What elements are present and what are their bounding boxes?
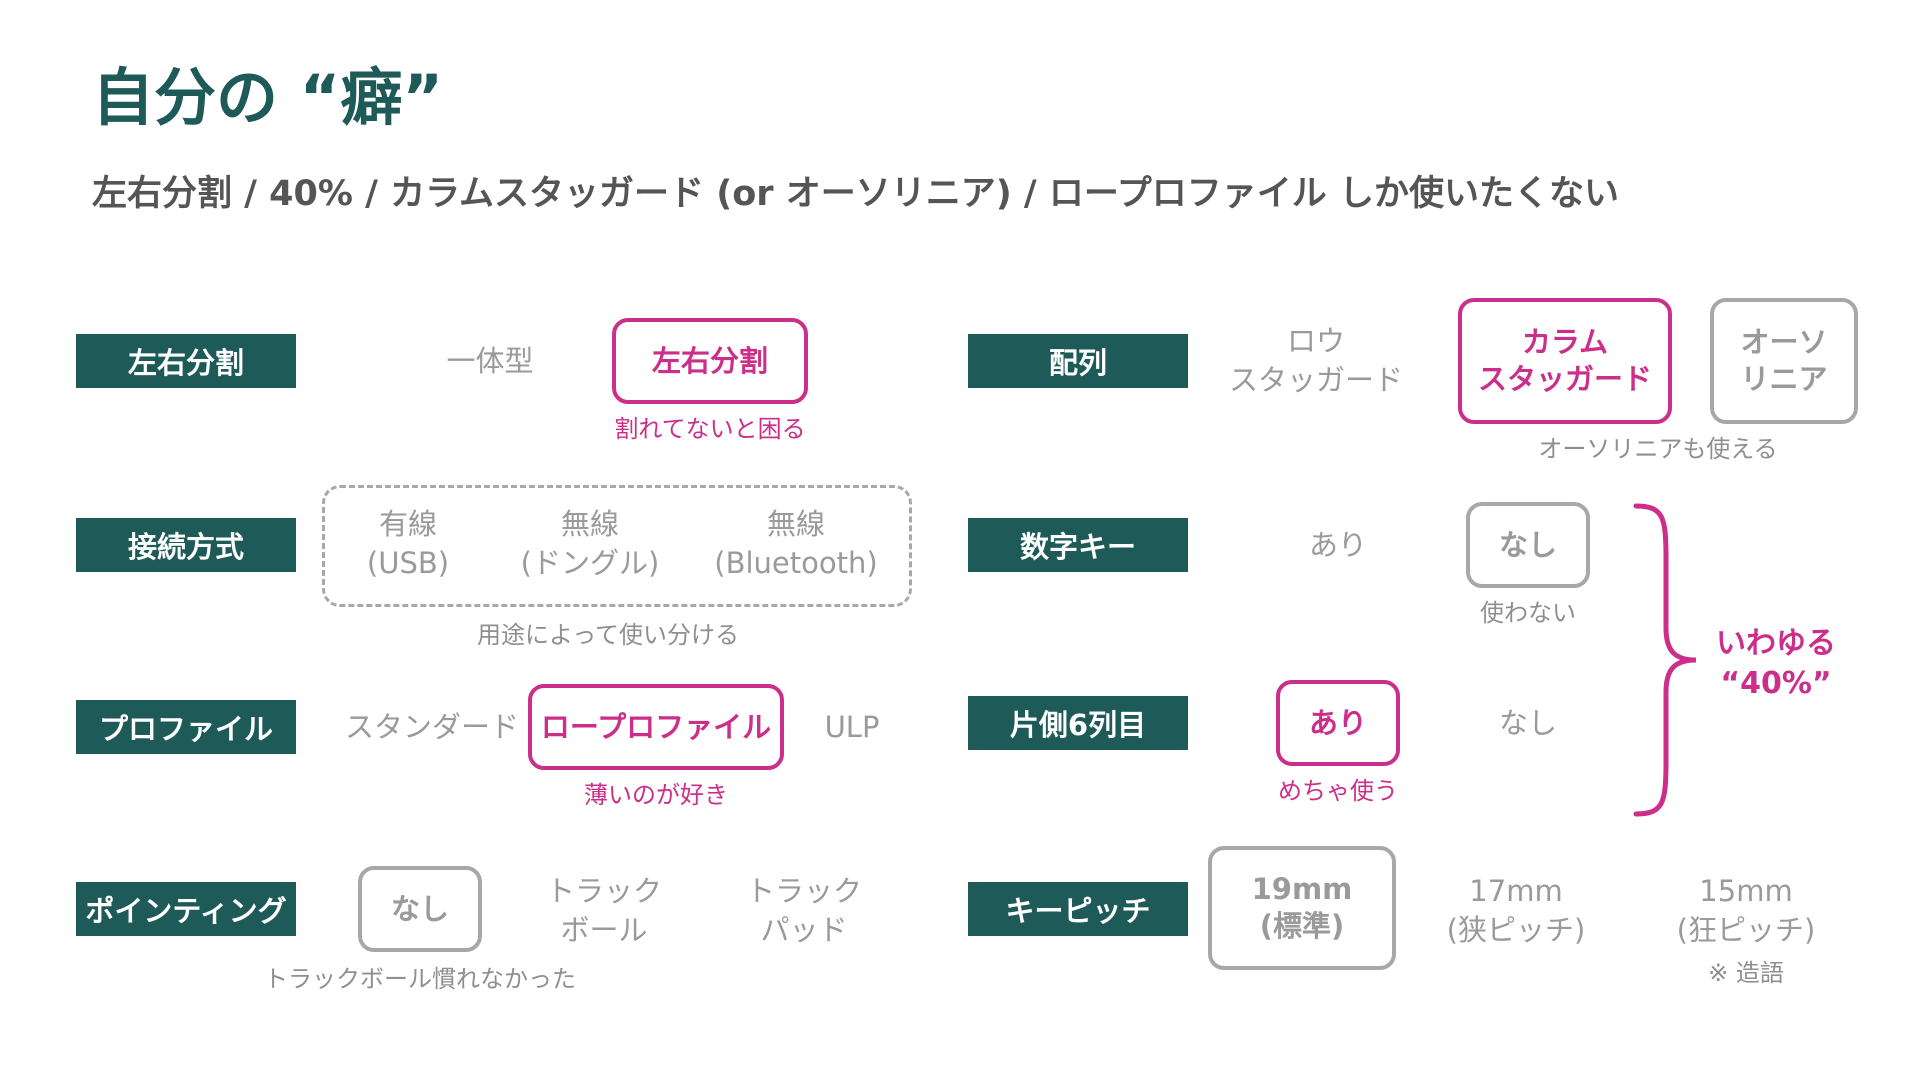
label-pointing: ポインティング: [76, 882, 296, 936]
option-numbers-none: なし: [1466, 502, 1590, 588]
option-numbers-yes: あり: [1308, 528, 1368, 562]
option-row-stagger: ロウ スタッガード: [1228, 324, 1404, 397]
curly-brace-icon: [1633, 503, 1697, 817]
option-sixth-none: なし: [1498, 706, 1558, 740]
option-split-selected: 左右分割: [612, 318, 808, 404]
option-lowprofile-selected: ロープロファイル: [528, 684, 784, 770]
note-pointing: トラックボール慣れなかった: [264, 965, 576, 993]
option-ulp: ULP: [824, 710, 880, 744]
option-pitch-15mm: 15mm (狂ピッチ): [1676, 874, 1816, 947]
connection-group-box: [322, 485, 912, 607]
option-trackpad: トラック パッド: [745, 874, 863, 947]
note-layout: オーソリニアも使える: [1538, 435, 1778, 463]
option-bluetooth: 無線 (Bluetooth): [714, 507, 878, 580]
note-number-keys: 使わない: [1480, 599, 1576, 627]
option-pointing-none: なし: [358, 866, 482, 952]
label-connection: 接続方式: [76, 518, 296, 572]
page-title: 自分の “癖”: [92, 61, 444, 134]
option-unibody: 一体型: [446, 344, 534, 378]
label-split: 左右分割: [76, 334, 296, 388]
option-column-stagger-selected: カラム スタッガード: [1458, 298, 1672, 424]
option-pitch-19mm: 19mm (標準): [1208, 846, 1396, 970]
label-profile: プロファイル: [76, 700, 296, 754]
option-standard: スタンダード: [344, 710, 520, 744]
note-profile: 薄いのが好き: [584, 781, 728, 809]
note-sixth-column: めちゃ使う: [1278, 777, 1398, 805]
label-layout: 配列: [968, 334, 1188, 388]
page-subtitle: 左右分割 / 40% / カラムスタッガード (or オーソリニア) / ロープ…: [92, 174, 1619, 214]
label-key-pitch: キーピッチ: [968, 882, 1188, 936]
note-key-pitch: ※ 造語: [1708, 959, 1784, 987]
option-trackball: トラック ボール: [545, 874, 663, 947]
option-sixth-yes-selected: あり: [1276, 680, 1400, 766]
option-pitch-17mm: 17mm (狭ピッチ): [1446, 874, 1586, 947]
note-split: 割れてないと困る: [614, 415, 806, 443]
option-wired: 有線 (USB): [366, 507, 450, 580]
note-connection: 用途によって使い分ける: [476, 621, 740, 649]
option-ortholinear: オーソ リニア: [1710, 298, 1858, 424]
label-sixth-column: 片側6列目: [968, 696, 1188, 750]
label-40-percent: いわゆる “40%”: [1716, 626, 1836, 701]
option-dongle: 無線 (ドングル): [520, 507, 660, 580]
label-number-keys: 数字キー: [968, 518, 1188, 572]
